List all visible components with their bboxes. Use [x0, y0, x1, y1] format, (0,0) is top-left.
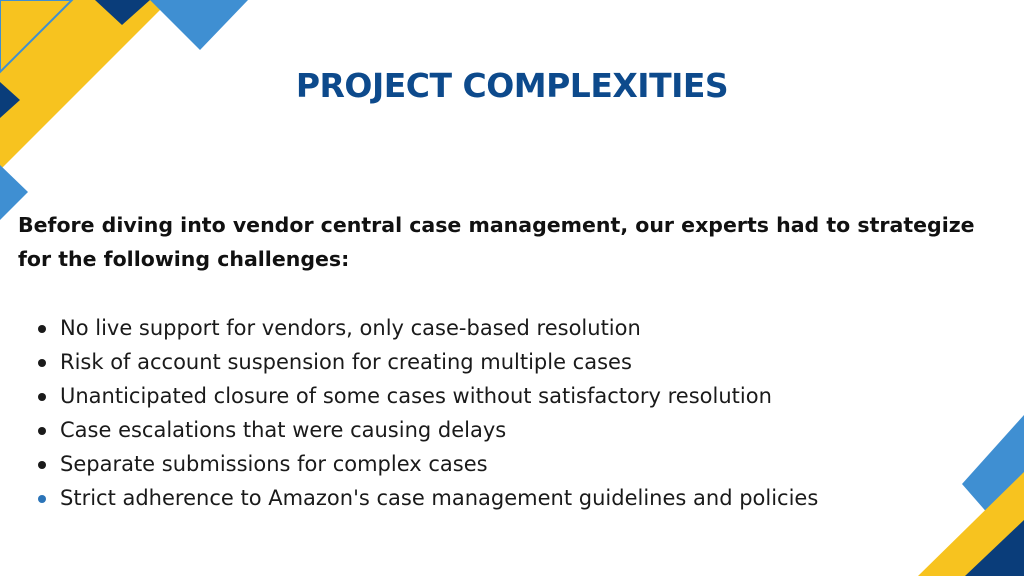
bullet-dot-icon — [38, 427, 46, 435]
list-item: No live support for vendors, only case-b… — [38, 311, 1000, 345]
list-item: Unanticipated closure of some cases with… — [38, 379, 1000, 413]
blue-triangle-top — [150, 0, 248, 50]
navy-triangle-top — [95, 0, 150, 25]
list-item: Risk of account suspension for creating … — [38, 345, 1000, 379]
list-item-text: Separate submissions for complex cases — [60, 452, 488, 476]
list-item-text: Unanticipated closure of some cases with… — [60, 384, 772, 408]
list-item-text: Strict adherence to Amazon's case manage… — [60, 486, 819, 510]
bullet-dot-icon — [38, 359, 46, 367]
bullet-dot-icon — [38, 325, 46, 333]
intro-text: Before diving into vendor central case m… — [18, 213, 975, 271]
list-item-text: No live support for vendors, only case-b… — [60, 316, 641, 340]
list-item: Separate submissions for complex cases — [38, 447, 1000, 481]
blue-outline-triangle-top-left — [0, 0, 74, 74]
navy-triangle-bottom-right — [965, 520, 1024, 576]
list-item: Strict adherence to Amazon's case manage… — [38, 481, 1000, 515]
bullet-dot-icon — [38, 461, 46, 469]
yellow-stripe-bottom-right — [935, 520, 1005, 576]
list-item-text: Risk of account suspension for creating … — [60, 350, 632, 374]
list-item: Case escalations that were causing delay… — [38, 413, 1000, 447]
page-title: PROJECT COMPLEXITIES — [295, 66, 729, 105]
bullet-dot-icon — [38, 393, 46, 401]
bullet-dot-icon — [38, 495, 46, 503]
list-item-text: Case escalations that were causing delay… — [60, 418, 507, 442]
challenges-list: No live support for vendors, only case-b… — [38, 311, 1000, 515]
